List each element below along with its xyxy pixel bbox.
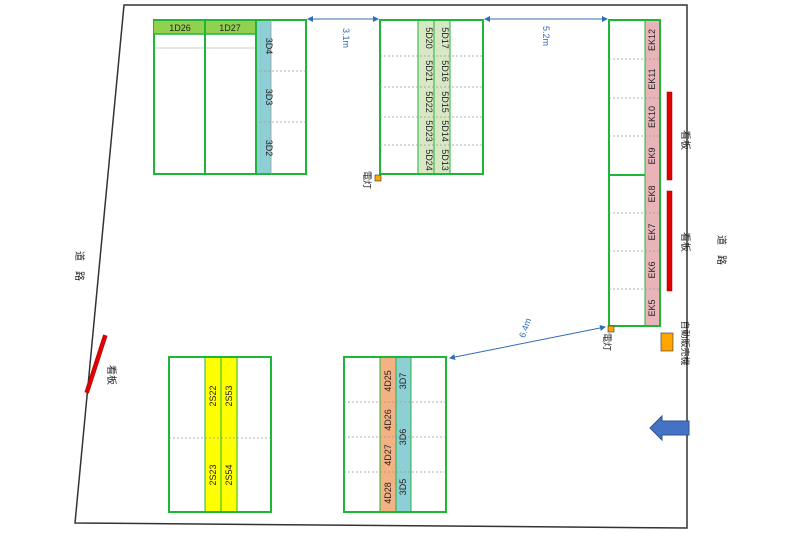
stall-3d3: 3D3	[264, 89, 274, 106]
stall-2s23: 2S23	[208, 464, 218, 485]
stall-5d16: 5D16	[440, 60, 450, 82]
stall-ek12: EK12	[647, 29, 657, 51]
measure-a-label: 3.1m	[341, 28, 351, 48]
entrance-arrow-icon	[649, 414, 690, 442]
stall-3d6: 3D6	[398, 429, 408, 446]
block-3: EK12 EK11 EK10 EK9 EK8 EK7 EK6 EK5	[608, 19, 661, 327]
stall-2s53: 2S53	[224, 385, 234, 406]
signs: 看板 看板 看板	[84, 91, 692, 394]
lamps: 電灯 電灯	[362, 171, 615, 351]
stall-ek6: EK6	[647, 261, 657, 278]
measure-line-c	[449, 325, 606, 360]
stall-3d4: 3D4	[264, 38, 274, 55]
lamp-2-marker	[607, 325, 615, 333]
stall-5d15: 5D15	[440, 91, 450, 113]
stall-1d26: 1D26	[169, 23, 191, 33]
stall-5d13: 5D13	[440, 149, 450, 171]
stall-ek5: EK5	[647, 299, 657, 316]
stall-2s54: 2S54	[224, 464, 234, 485]
block-1: 1D26 1D27 3D4 3D3 3D2	[153, 19, 307, 175]
sign-east-lower-board	[666, 190, 673, 292]
stall-ek8: EK8	[647, 185, 657, 202]
stall-2s22: 2S22	[208, 385, 218, 406]
stall-5d20: 5D20	[424, 27, 434, 49]
stall-5d21: 5D21	[424, 60, 434, 82]
sign-west-board	[84, 334, 108, 394]
stall-3d7: 3D7	[398, 373, 408, 390]
stall-4d27: 4D27	[383, 444, 393, 466]
block-4: 2S22 2S23 2S53 2S54	[168, 356, 272, 513]
stall-3d2: 3D2	[264, 140, 274, 157]
sign-east-lower-label: 看板	[679, 232, 692, 252]
sign-east-upper-board	[666, 91, 673, 181]
lamp-1-marker	[374, 174, 382, 182]
stall-5d24: 5D24	[424, 149, 434, 171]
block-2: 5D20 5D21 5D22 5D23 5D24 5D17 5D16 5D15 …	[379, 19, 484, 175]
stall-5d23: 5D23	[424, 120, 434, 142]
vending-machine-label: 自動販売機	[680, 320, 691, 365]
stall-ek9: EK9	[647, 147, 657, 164]
stall-5d14: 5D14	[440, 120, 450, 142]
stall-5d17: 5D17	[440, 27, 450, 49]
road-east-label: 道 路	[715, 235, 728, 265]
sign-east-upper-label: 看板	[679, 130, 692, 150]
stall-ek7: EK7	[647, 223, 657, 240]
stall-1d27: 1D27	[219, 23, 241, 33]
measure-b-label: 5.2m	[541, 26, 551, 46]
lamp-2-label: 電灯	[602, 333, 612, 351]
stall-ek11: EK11	[647, 68, 657, 89]
stall-4d25: 4D25	[383, 370, 393, 392]
stall-3d5: 3D5	[398, 479, 408, 496]
block-5: 4D25 4D26 4D27 4D28 3D7 3D6 3D5	[343, 356, 447, 513]
stall-ek10: EK10	[647, 106, 657, 128]
stall-5d22: 5D22	[424, 91, 434, 113]
stall-4d28: 4D28	[383, 482, 393, 504]
sign-west-label: 看板	[105, 365, 118, 385]
lamp-1-label: 電灯	[362, 171, 372, 189]
vending-machine-marker	[660, 332, 674, 352]
stall-4d26: 4D26	[383, 409, 393, 431]
road-west-label: 道 路	[73, 251, 86, 281]
